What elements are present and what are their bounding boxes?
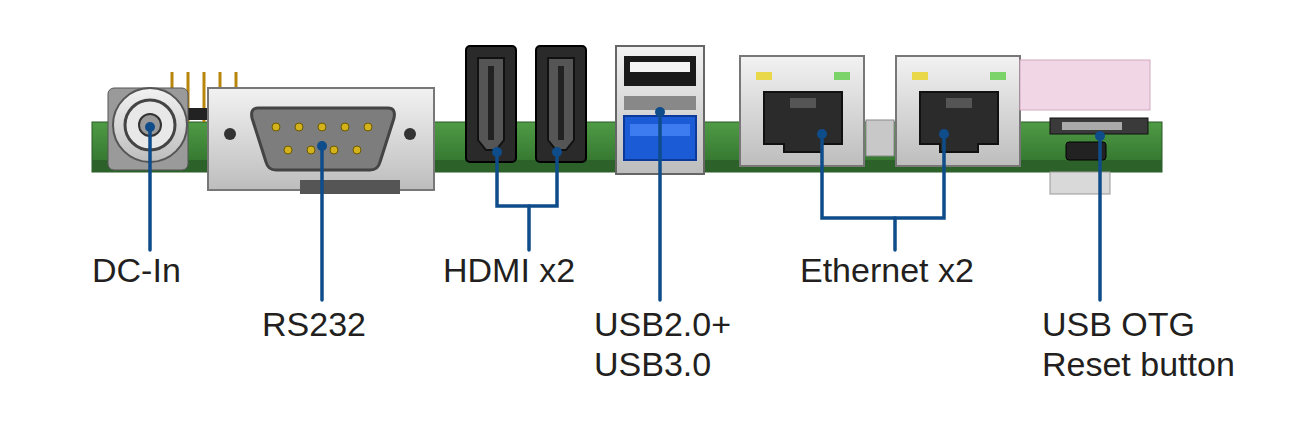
port-label: Ethernet x2 — [800, 250, 1040, 290]
port-label: USB OTG Reset button — [1042, 304, 1257, 384]
rj45-connector — [740, 56, 1020, 166]
dc-jack — [108, 88, 188, 170]
port-label: USB2.0+ USB3.0 — [594, 304, 744, 384]
leader-line — [150, 112, 1100, 300]
leader-dot — [145, 107, 1105, 157]
usb-otg-reset — [1020, 60, 1150, 160]
port-label: DC-In — [92, 250, 272, 290]
hdmi-connector — [466, 46, 586, 162]
port-label: RS232 — [262, 304, 442, 344]
port-label: HDMI x2 — [443, 250, 663, 290]
